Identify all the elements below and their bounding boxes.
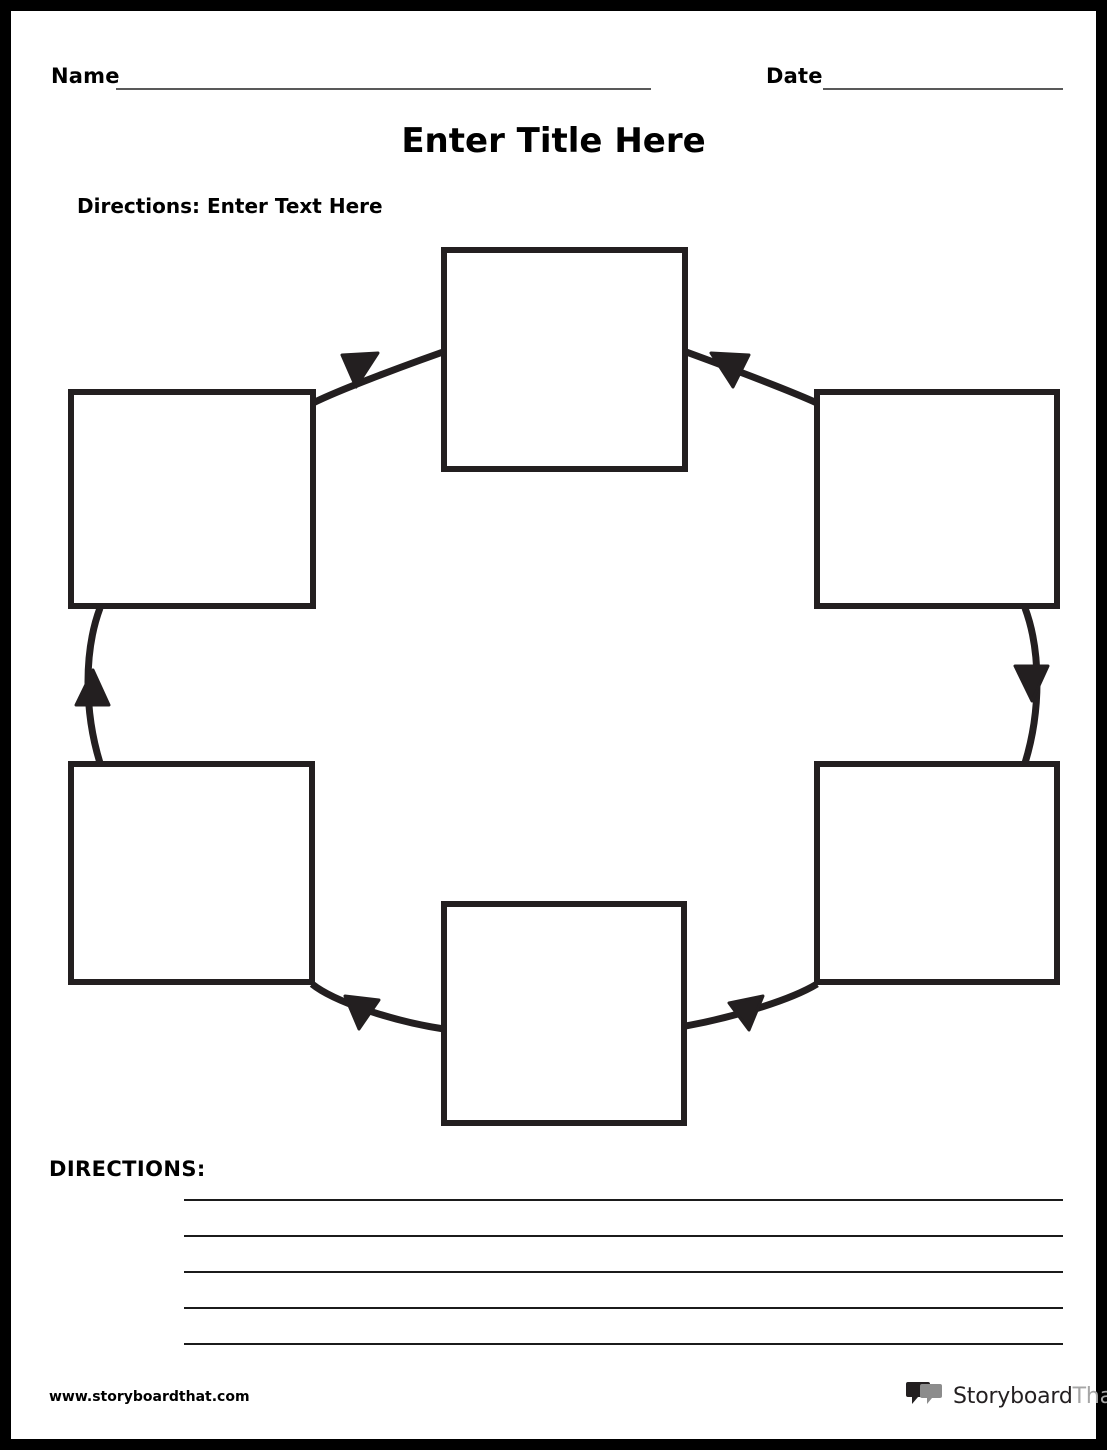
logo-text-secondary: That <box>1072 1383 1107 1409</box>
name-label: Name <box>51 64 120 88</box>
cycle-box-lower-left[interactable] <box>68 761 315 985</box>
logo-text-primary: Storyboard <box>953 1383 1073 1409</box>
page-title[interactable]: Enter Title Here <box>401 121 706 161</box>
cycle-box-top[interactable] <box>441 247 688 472</box>
writing-line-2[interactable] <box>184 1235 1063 1237</box>
worksheet-sheet: Name Date Enter Title Here Directions: E… <box>11 11 1107 1439</box>
writing-line-3[interactable] <box>184 1271 1063 1273</box>
footer-url[interactable]: www.storyboardthat.com <box>49 1389 250 1405</box>
cycle-diagram <box>11 11 1096 1439</box>
directions-bottom-label: DIRECTIONS: <box>49 1157 206 1181</box>
name-input-line[interactable] <box>116 88 651 90</box>
cycle-box-upper-right[interactable] <box>814 389 1060 609</box>
arrow-lower-right-to-bottom <box>666 980 819 1033</box>
writing-line-4[interactable] <box>184 1307 1063 1309</box>
logo-wordmark: StoryboardThat <box>953 1384 1107 1409</box>
cycle-diagram-svg <box>68 247 1060 1126</box>
cycle-box-bottom[interactable] <box>441 901 687 1126</box>
date-input-line[interactable] <box>823 88 1063 90</box>
writing-line-5[interactable] <box>184 1343 1063 1345</box>
cycle-box-upper-left[interactable] <box>68 389 316 609</box>
storyboardthat-logo[interactable]: StoryboardThat <box>906 1379 1107 1413</box>
arrow-bottom-to-lower-left <box>309 981 445 1033</box>
arrow-upper-left-to-top <box>311 341 465 407</box>
date-label: Date <box>766 64 823 88</box>
arrow-lower-left-to-upper-left <box>74 606 111 765</box>
directions-top-text[interactable]: Directions: Enter Text Here <box>77 194 383 218</box>
cycle-box-lower-right[interactable] <box>814 761 1060 985</box>
speech-bubbles-icon <box>906 1381 944 1411</box>
arrow-upper-right-to-lower-right <box>1013 606 1050 765</box>
writing-line-1[interactable] <box>184 1199 1063 1201</box>
arrow-top-to-upper-right <box>665 341 819 407</box>
